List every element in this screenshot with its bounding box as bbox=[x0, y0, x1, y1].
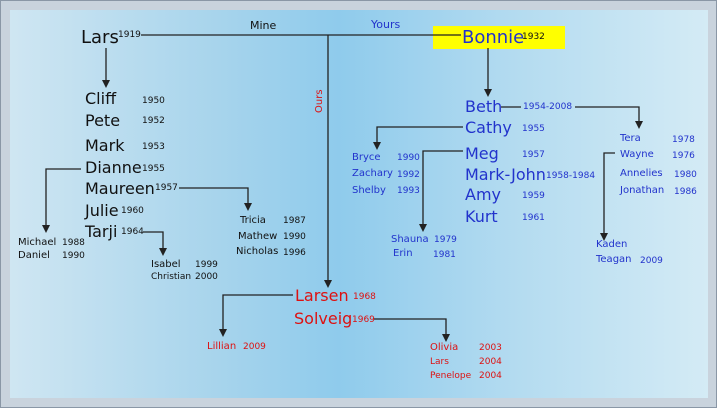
markjohn-year: 1958-1984 bbox=[546, 171, 596, 181]
michael-name: Michael bbox=[18, 237, 57, 248]
mathew-year: 1990 bbox=[283, 232, 306, 242]
nicholas-year: 1996 bbox=[283, 248, 306, 258]
shelby-name: Shelby bbox=[352, 185, 386, 196]
markjohn-name: Mark-John bbox=[465, 165, 546, 184]
cathy-year: 1955 bbox=[522, 124, 545, 134]
bonnie-name: Bonnie bbox=[462, 27, 525, 48]
shauna-year: 1979 bbox=[434, 235, 457, 245]
tarji-year: 1964 bbox=[121, 227, 144, 237]
daniel-year: 1990 bbox=[62, 251, 85, 261]
larsen-name: Larsen bbox=[295, 286, 349, 305]
wayne-year: 1976 bbox=[672, 151, 695, 161]
shelby-year: 1993 bbox=[397, 186, 420, 196]
tricia-name: Tricia bbox=[240, 215, 266, 226]
tera-name: Tera bbox=[620, 133, 641, 144]
isabel-name: Isabel bbox=[151, 259, 181, 270]
erin-name: Erin bbox=[393, 248, 413, 259]
julie-name: Julie bbox=[85, 201, 119, 220]
meg-name: Meg bbox=[465, 144, 499, 163]
yours-label: Yours bbox=[371, 18, 401, 31]
beth-children-line bbox=[575, 106, 643, 129]
larsen-year: 1968 bbox=[353, 292, 376, 302]
christian-year: 2000 bbox=[195, 272, 218, 282]
meg-children-line bbox=[419, 150, 463, 232]
kaden-name: Kaden bbox=[596, 239, 628, 250]
isabel-year: 1999 bbox=[195, 260, 218, 270]
cliff-name: Cliff bbox=[85, 89, 117, 108]
penelope-name: Penelope bbox=[430, 371, 472, 381]
jonathan-name: Jonathan bbox=[620, 185, 665, 196]
pete-name: Pete bbox=[85, 111, 121, 130]
wayne-children-line bbox=[600, 152, 615, 241]
erin-year: 1981 bbox=[433, 250, 456, 260]
tera-year: 1978 bbox=[672, 135, 695, 145]
lars-name: Lars bbox=[81, 27, 119, 48]
annelies-year: 1980 bbox=[674, 170, 697, 180]
bonnie-year: 1932 bbox=[522, 32, 545, 42]
larsen-children-line bbox=[219, 294, 293, 337]
bonnie-highlight bbox=[433, 26, 565, 49]
bryce-year: 1990 bbox=[397, 153, 420, 163]
christian-name: Christian bbox=[151, 272, 192, 282]
beth-name: Beth bbox=[465, 97, 503, 116]
maureen-children-line bbox=[179, 187, 252, 211]
wayne-name: Wayne bbox=[620, 149, 654, 160]
daniel-name: Daniel bbox=[18, 250, 50, 261]
dianne-name: Dianne bbox=[85, 158, 142, 177]
solveig-name: Solveig bbox=[294, 309, 353, 328]
beth-year: 1954-2008 bbox=[523, 102, 573, 112]
meg-year: 1957 bbox=[522, 150, 545, 160]
tricia-year: 1987 bbox=[283, 216, 306, 226]
shauna-name: Shauna bbox=[391, 234, 429, 245]
olivia-name: Olivia bbox=[430, 342, 459, 353]
nicholas-name: Nicholas bbox=[236, 246, 279, 257]
amy-year: 1959 bbox=[522, 191, 545, 201]
tarji-name: Tarji bbox=[85, 222, 118, 241]
lars2-name: Lars bbox=[430, 357, 449, 367]
zachary-name: Zachary bbox=[352, 168, 393, 179]
jonathan-year: 1986 bbox=[674, 187, 697, 197]
michael-year: 1988 bbox=[62, 238, 85, 248]
cliff-year: 1950 bbox=[142, 96, 165, 106]
pete-year: 1952 bbox=[142, 116, 165, 126]
teagan-year: 2009 bbox=[640, 256, 663, 266]
julie-year: 1960 bbox=[121, 206, 144, 216]
kurt-year: 1961 bbox=[522, 213, 545, 223]
penelope-year: 2004 bbox=[479, 371, 502, 381]
maureen-year: 1957 bbox=[155, 183, 178, 193]
lillian-year: 2009 bbox=[243, 342, 266, 352]
dianne-children-line bbox=[42, 168, 81, 233]
mathew-name: Mathew bbox=[238, 231, 278, 242]
olivia-year: 2003 bbox=[479, 343, 502, 353]
cathy-children-line bbox=[373, 126, 463, 150]
annelies-name: Annelies bbox=[620, 168, 663, 179]
dianne-year: 1955 bbox=[142, 164, 165, 174]
zachary-year: 1992 bbox=[397, 170, 420, 180]
family-tree-panel bbox=[10, 10, 708, 398]
mine-label: Mine bbox=[250, 19, 277, 32]
teagan-name: Teagan bbox=[596, 254, 632, 265]
bryce-name: Bryce bbox=[352, 152, 381, 163]
maureen-name: Maureen bbox=[85, 179, 155, 198]
lars2-year: 2004 bbox=[479, 357, 502, 367]
solveig-year: 1969 bbox=[352, 315, 375, 325]
solveig-children-line bbox=[374, 318, 450, 342]
ours-label: Ours bbox=[314, 89, 325, 113]
cathy-name: Cathy bbox=[465, 118, 512, 137]
lillian-name: Lillian bbox=[207, 341, 237, 352]
tarji-children-line bbox=[143, 231, 167, 256]
mark-year: 1953 bbox=[142, 142, 165, 152]
lars-year: 1919 bbox=[118, 30, 141, 40]
mark-name: Mark bbox=[85, 136, 125, 155]
kurt-name: Kurt bbox=[465, 207, 498, 226]
amy-name: Amy bbox=[465, 185, 501, 204]
